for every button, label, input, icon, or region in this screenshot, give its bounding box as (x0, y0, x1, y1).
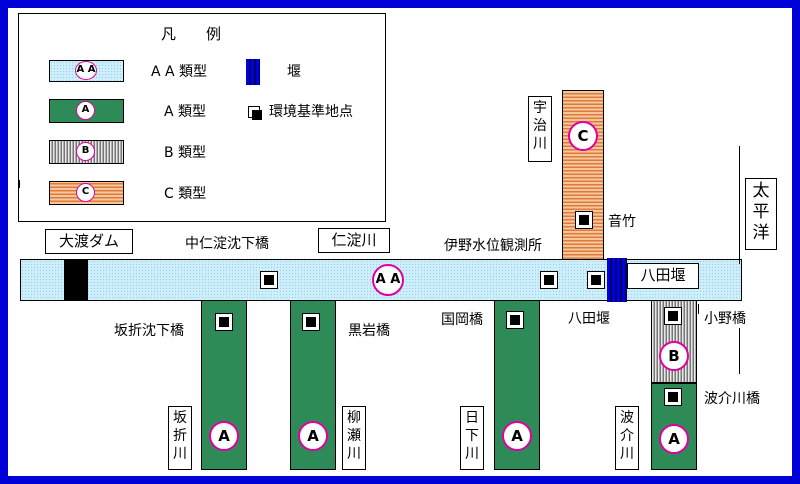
legend-a-symbol: A (76, 101, 95, 120)
onobashi-label: 小野橋 (704, 311, 746, 327)
onobashi-station-icon (664, 307, 682, 325)
legend-b-symbol: B (76, 142, 95, 161)
uji-class-symbol: C (568, 121, 598, 151)
kunioka-label: 国岡橋 (441, 312, 483, 328)
legend-box: 凡 例 A A A A 類型 堰 A A 類型 環境基準地点 B B 類型 C … (18, 13, 386, 222)
inomizui-station-icon (540, 271, 558, 289)
legend-title: 凡 例 (161, 25, 222, 43)
legend-c-label: C 類型 (164, 186, 207, 202)
sakaori-station-label: 坂折沈下橋 (114, 323, 184, 339)
nakaniyodo-station-icon (260, 271, 278, 289)
diagram-canvas: 凡 例 A A A A 類型 堰 A A 類型 環境基準地点 B B 類型 C … (8, 8, 792, 476)
coastline-lower (739, 328, 740, 374)
otake-label: 音竹 (608, 214, 636, 230)
legend-a-label: A 類型 (164, 104, 207, 120)
sakaori-river-name: 坂 折 川 (168, 406, 192, 470)
sakaori-class-symbol: A (209, 421, 239, 451)
legend-b-label: B 類型 (164, 145, 207, 161)
yanase-river-name: 柳 瀬 川 (342, 406, 366, 470)
kuroiwa-label: 黒岩橋 (348, 323, 390, 339)
otodo-dam-label: 大渡ダム (45, 229, 133, 254)
hatta-station-icon (587, 271, 605, 289)
hage-river-name: 波 介 川 (615, 406, 639, 470)
otake-station-icon (575, 211, 593, 229)
niyodo-river-label: 仁淀川 (318, 228, 390, 253)
hatta-weir-icon (607, 258, 627, 302)
main-river-class-symbol: A A (372, 264, 404, 296)
hagawabashi-station-icon (664, 388, 682, 406)
legend-c-symbol: C (76, 183, 95, 202)
kuroiwa-station-icon (302, 313, 320, 331)
hage-tick (698, 304, 699, 314)
legend-weir-icon (246, 59, 260, 85)
legend-aa-label: A A 類型 (151, 64, 208, 80)
hatta-station-label: 八田堰 (568, 311, 610, 327)
kunioka-station-icon (506, 311, 524, 329)
nakaniyodo-label: 中仁淀沈下橋 (185, 236, 269, 252)
hatta-weir-label: 八田堰 (627, 263, 699, 289)
kusaka-class-symbol: A (502, 421, 532, 451)
pacific-ocean-label: 太 平 洋 (745, 178, 777, 250)
kusaka-river-name: 日 下 川 (460, 406, 484, 470)
hage-class-lower-symbol: A (659, 424, 689, 454)
legend-tick (19, 180, 20, 188)
hagawabashi-label: 波介川橋 (704, 391, 760, 407)
hage-class-upper-symbol: B (659, 341, 689, 371)
yanase-class-symbol: A (298, 421, 328, 451)
inomizui-label: 伊野水位観測所 (444, 238, 542, 254)
sakaori-station-icon (215, 313, 233, 331)
legend-station-label: 環境基準地点 (269, 104, 353, 120)
uji-river-name: 宇 治 川 (528, 96, 552, 162)
legend-aa-symbol: A A (75, 61, 97, 80)
otodo-dam-block (64, 260, 88, 300)
legend-weir-label: 堰 (287, 64, 301, 80)
uji-river-band (562, 90, 604, 262)
coastline-upper (739, 146, 740, 264)
legend-station-icon (248, 106, 262, 120)
